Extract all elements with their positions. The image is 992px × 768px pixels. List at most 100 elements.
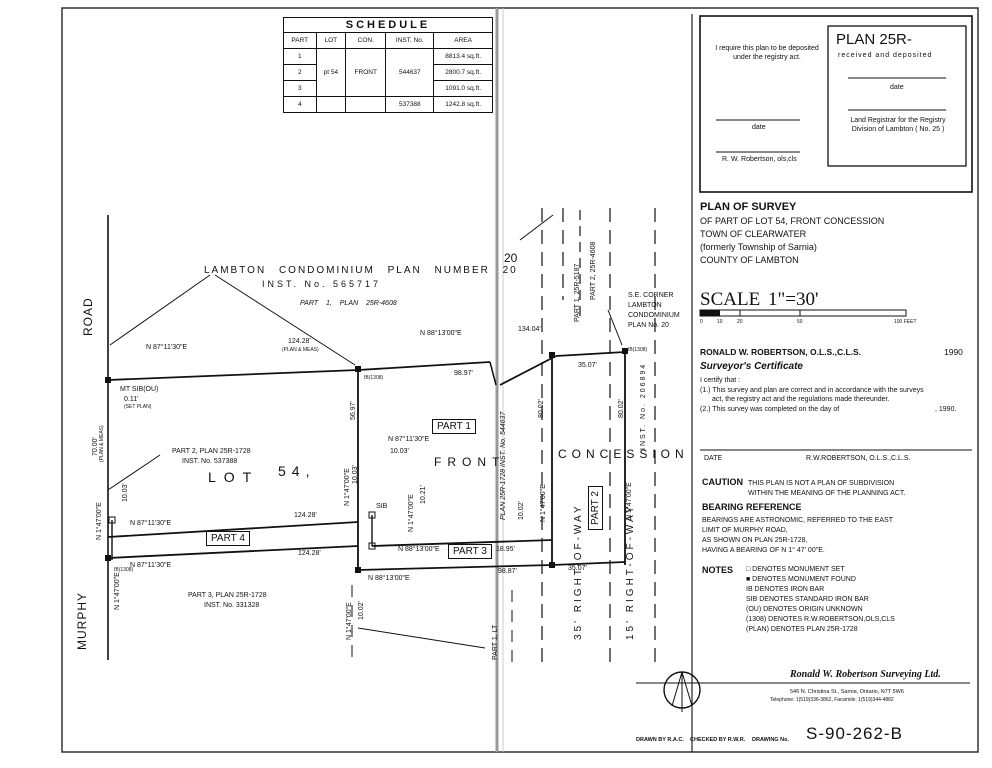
inst-206894: INST. No. 206894 — [640, 362, 647, 450]
schedule-cell: 537388 — [385, 96, 435, 113]
part-lt-label: PART 1, LT — [492, 624, 499, 660]
cert-date-label: DATE — [704, 455, 723, 462]
distance-note: (SET PLAN) — [124, 404, 152, 410]
caution-text-1: THIS PLAN IS NOT A PLAN OF SUBDIVISION — [748, 480, 895, 487]
note-item: (PLAN) DENOTES PLAN 25R-1728 — [746, 626, 858, 633]
plan-544637-label: PLAN 25R-1728 INST. No. 544637 — [500, 411, 507, 520]
part4-south — [107, 545, 359, 559]
schedule-title: SCHEDULE — [283, 17, 493, 32]
scale-bar-fill — [700, 310, 720, 316]
cert-signer: R.W.ROBERTSON, O.L.S.,C.L.S. — [806, 455, 911, 462]
firm-address: 546 N. Christina St., Sarnia, Ontario, N… — [790, 689, 904, 695]
distance-label: 98.97' — [454, 370, 473, 377]
schedule-table-wrap: SCHEDULE PART LOT CON. INST. No. AREA 1 … — [283, 17, 493, 113]
distance-label: 124.28' — [288, 338, 311, 345]
distance-label: 98.87' — [498, 568, 517, 575]
distance-label: 0.11' — [124, 396, 139, 403]
registry-received: received and deposited — [838, 52, 933, 59]
bearing-line-4: HAVING A BEARING OF N 1° 47' 00"E. — [702, 547, 825, 554]
caution-label: CAUTION — [702, 477, 743, 487]
distance-note: (PLAN & MEAS) — [282, 347, 319, 353]
scale-value: 1"=30' — [768, 289, 819, 310]
bearing-label: N 1°47'00"E — [114, 572, 121, 610]
monument-label: IB(1308) — [114, 567, 134, 573]
monument-label: SIB — [376, 503, 388, 510]
schedule-header: LOT — [315, 32, 347, 49]
distance-label: 80.02' — [538, 399, 545, 418]
schedule-cell: pt 54 — [315, 48, 347, 97]
registry-date-label: date — [752, 124, 766, 131]
schedule-table: PART LOT CON. INST. No. AREA 1 pt 54 FRO… — [283, 32, 493, 113]
schedule-cell: 1242.8 sq.ft. — [433, 96, 493, 113]
distance-label: 10.21' — [420, 485, 427, 504]
scale-tick: 50 — [797, 319, 803, 325]
schedule-row: 1 pt 54 FRONT 544637 8813.4 sq.ft. — [283, 48, 493, 97]
part2-plan-label: PART 2, PLAN 25R-1728 — [172, 448, 251, 455]
drawing-number: S-90-262-B — [806, 724, 903, 743]
schedule-cell: 1091.0 sq.ft. — [433, 80, 493, 97]
firm-name: Ronald W. Robertson Surveying Ltd. — [790, 669, 941, 680]
bearing-label: N 1°47'00"E — [540, 484, 547, 522]
schedule-row: 2 2800.7 sq.ft. — [283, 64, 493, 81]
cert-heading: Surveyor's Certificate — [700, 361, 803, 372]
title-line-1: PLAN OF SURVEY — [700, 201, 797, 213]
schedule-cell: 8813.4 sq.ft. — [433, 48, 493, 65]
bearing-line-1: BEARINGS ARE ASTRONOMIC, REFERRED TO THE… — [702, 517, 893, 524]
row-15-label: 15' RIGHT-OF-WAY — [625, 503, 636, 640]
se-corner-2: LAMBTON — [628, 302, 662, 309]
part3-box: PART 3 — [448, 544, 492, 559]
road-label: ROAD — [81, 297, 95, 336]
distance-label: 10.03' — [390, 448, 409, 455]
checked-by: CHECKED BY R.W.R. — [690, 737, 746, 743]
cert-item1a: (1.) This survey and plan are correct an… — [700, 387, 924, 394]
registry-land-registrar: Land Registrar for the Registry Division… — [850, 117, 946, 134]
bearing-line-2: LIMIT OF MURPHY ROAD, — [702, 527, 788, 534]
part1-plan-label: PART 1, PLAN 25R-4608 — [300, 300, 397, 307]
registry-request: I require this plan to be deposited unde… — [715, 45, 819, 62]
part2-25r4608: PART 2, 25R-4608 — [590, 241, 597, 300]
title-line-4: (formerly Township of Sarnia) — [700, 242, 817, 252]
part1-25r5187: PART 1, 25R-5187 — [574, 263, 581, 322]
se-corner-1: S.E. CORNER — [628, 292, 674, 299]
scale-tick: 10 — [717, 319, 723, 325]
bearing-label: N 1°47'00"E — [408, 494, 415, 532]
part2-box: PART 2 — [588, 486, 603, 530]
scale-tick: 20 — [737, 319, 743, 325]
schedule-row: 4 537388 1242.8 sq.ft. — [283, 96, 493, 113]
cert-year: 1990 — [944, 347, 963, 357]
schedule-cell: 544637 — [385, 48, 435, 97]
schedule-cell: 3 — [283, 80, 317, 97]
registry-inner-box — [827, 25, 967, 167]
registry-surveyor-sig: R. W. Robertson, ols,cls — [722, 156, 797, 163]
registry-plan-no: PLAN 25R- — [836, 31, 912, 48]
se-corner-3: CONDOMINIUM — [628, 312, 680, 319]
distance-label: 10.03' — [122, 483, 129, 502]
monument-label: IB(1308) — [628, 347, 648, 353]
schedule-cell — [345, 96, 387, 113]
cert-item2-year: , 1990. — [935, 406, 957, 413]
bearing-label: N 87°11'30"E — [388, 436, 430, 443]
bearing-label: N 88°13'00"E — [368, 575, 410, 582]
drawing-no-label: DRAWING No. — [752, 737, 789, 743]
distance-label: 10.03' — [352, 465, 359, 484]
distance-label: 80.02' — [618, 399, 625, 418]
title-line-3: TOWN OF CLEARWATER — [700, 229, 807, 239]
schedule-header: INST. No. — [385, 32, 435, 49]
scale-label: SCALE — [700, 289, 761, 310]
part3-north — [371, 539, 553, 547]
schedule-header-row: PART LOT CON. INST. No. AREA — [283, 32, 493, 49]
title-line-2: OF PART OF LOT 54, FRONT CONCESSION — [700, 216, 885, 226]
bearing-label: N 88°13'00"E — [398, 546, 440, 553]
distance-note: (PLAN & MEAS) — [99, 425, 105, 462]
distance-label: 124.28' — [298, 550, 321, 557]
sheet-border — [61, 7, 979, 753]
notes-label: NOTES — [702, 565, 734, 575]
bearing-label: N 1°47'00"E — [96, 502, 103, 540]
part4-north — [107, 521, 359, 538]
registry-outer-box — [699, 15, 973, 193]
note-item: IB DENOTES IRON BAR — [746, 586, 825, 593]
north-boundary-mid — [357, 361, 491, 371]
distance-label: 35.07' — [568, 565, 587, 572]
